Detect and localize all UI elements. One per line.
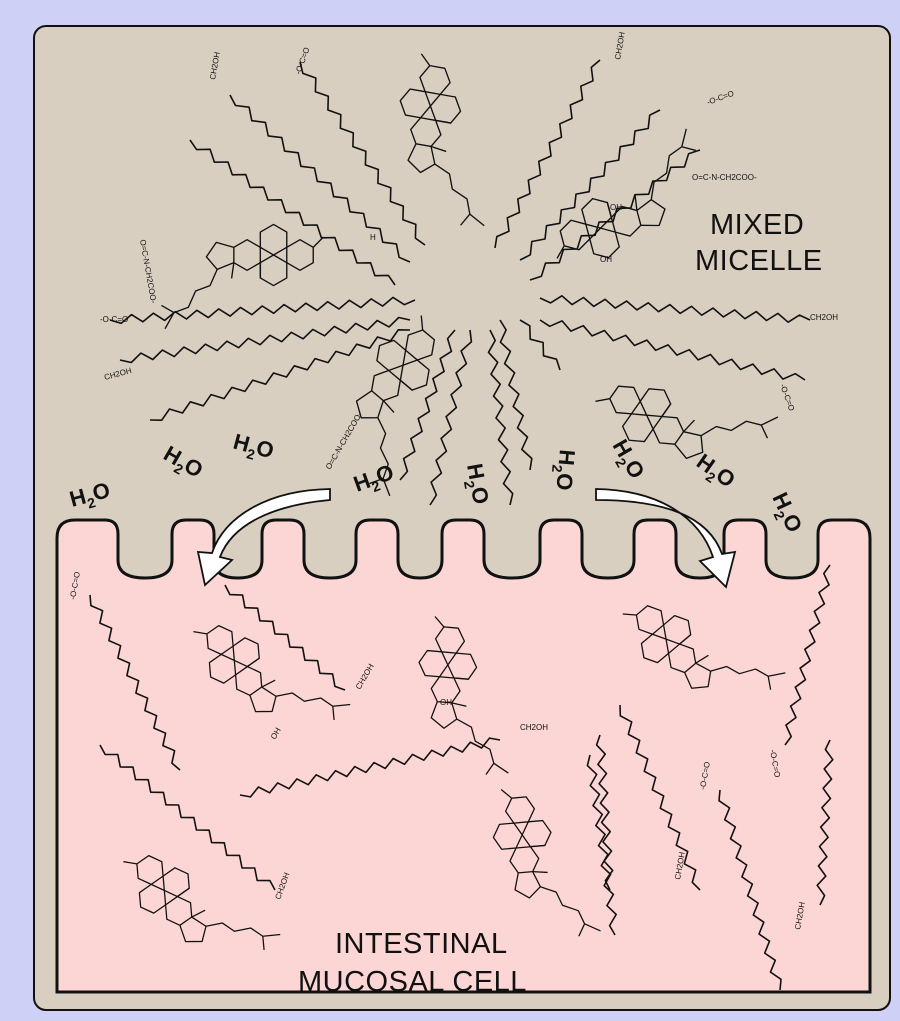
chem-group-label: OH bbox=[610, 203, 622, 212]
chem-group-label: CH2OH bbox=[520, 723, 548, 732]
mixed-micelle-label-line1: MIXED bbox=[710, 209, 804, 241]
mixed-micelle-label-line2: MICELLE bbox=[695, 245, 823, 277]
chem-group-label: OH bbox=[600, 255, 612, 264]
chem-group-label: H bbox=[370, 233, 376, 242]
chem-group-label: CH2OH bbox=[810, 313, 838, 322]
chem-group-label: O=C-N-CH2COO- bbox=[692, 173, 757, 182]
intestinal-cell-label-line2: MUCOSAL CELL bbox=[298, 966, 527, 998]
intestinal-cell-label-line1: INTESTINAL bbox=[335, 928, 508, 960]
chem-group-label: -O-C=O bbox=[100, 315, 128, 324]
chem-group-label: OH bbox=[440, 698, 452, 707]
intestinal-cell bbox=[57, 520, 870, 992]
